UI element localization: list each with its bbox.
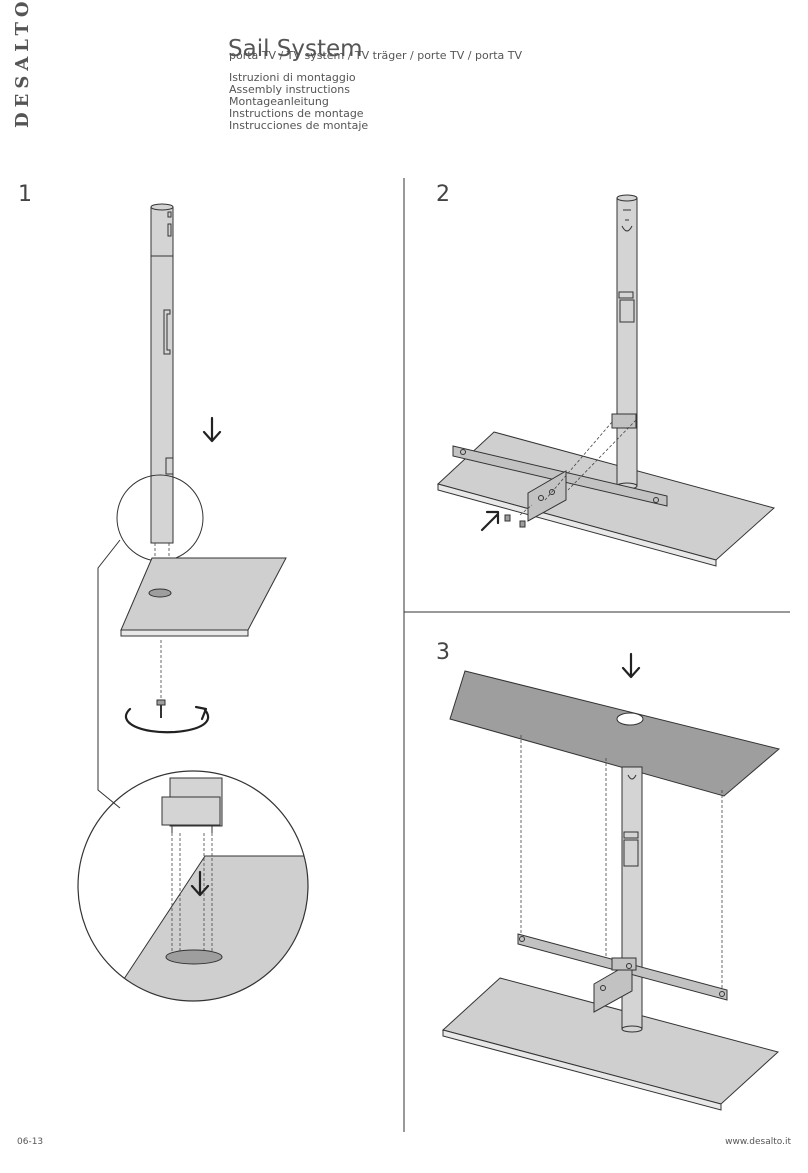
step-2-glass-base: [437, 431, 776, 567]
instruction-es: Instrucciones de montaje: [229, 119, 369, 132]
rotate-arrow-icon: [124, 705, 210, 734]
step-3-illustration: [441, 652, 781, 1111]
step-2-illustration: [437, 194, 776, 567]
step-3-number: 3: [436, 640, 450, 665]
arrow-down-icon: [621, 652, 641, 679]
footer-website: www.desalto.it: [725, 1137, 791, 1147]
step-3-support-bar: [517, 933, 728, 1013]
detail-connector-line: [97, 539, 121, 809]
step-2-pole: [611, 194, 638, 490]
step-2-number: 2: [436, 182, 450, 207]
step-2-screws: [504, 514, 526, 528]
screw-icon: [156, 699, 166, 718]
step-1-illustration: [77, 203, 309, 1002]
page-title: Sail System: [228, 36, 363, 63]
footer-date-code: 06-13: [17, 1137, 44, 1147]
step-1-pole: [150, 203, 174, 544]
arrow-down-icon: [202, 416, 222, 443]
instructions-list: Istruzioni di montaggio Assembly instruc…: [229, 72, 368, 132]
step-1-detail-view: [77, 770, 309, 1002]
step-1-glass-base: [120, 557, 287, 637]
step-1-number: 1: [18, 182, 32, 207]
instruction-de: Montageanleitung: [229, 95, 329, 108]
step-3-top-glass: [449, 670, 781, 797]
step-2-support-bar: [452, 445, 668, 522]
instruction-fr: Instructions de montage: [229, 107, 364, 120]
instruction-en: Assembly instructions: [229, 83, 350, 96]
page-subtitle: porta TV / TV system / TV träger / porte…: [229, 49, 523, 62]
instruction-it: Istruzioni di montaggio: [229, 71, 356, 84]
arrow-up-right-icon: [480, 510, 500, 532]
step-3-glass-base: [441, 977, 780, 1111]
